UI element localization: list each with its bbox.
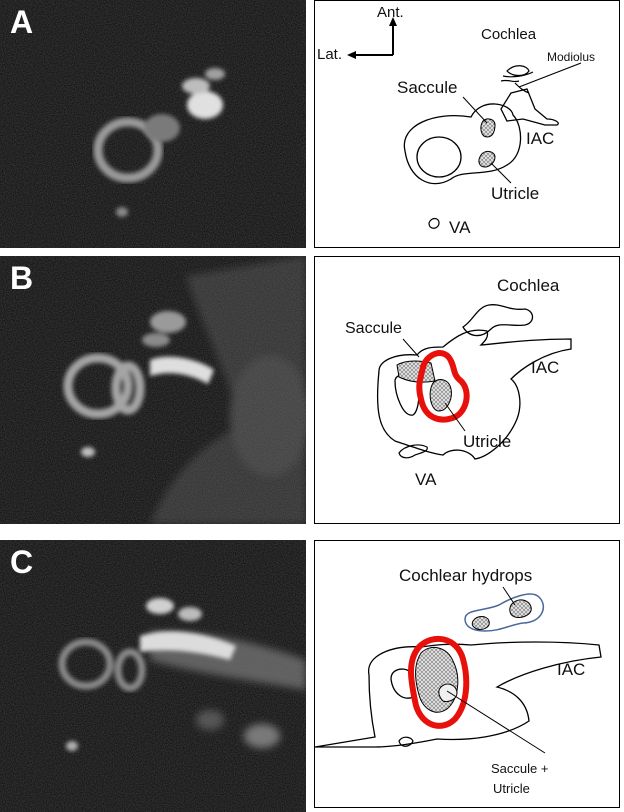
diagram-b: Cochlea Saccule IAC Utricle VA bbox=[314, 256, 620, 524]
mri-image-c: C bbox=[0, 540, 306, 812]
saccule-label: Saccule bbox=[345, 320, 402, 337]
hydrops-highlight bbox=[416, 350, 470, 423]
saccule-utricle-label-line2: Utricle bbox=[493, 781, 530, 796]
mri-image-a: A bbox=[0, 0, 306, 248]
utricle-leader bbox=[490, 162, 512, 184]
saccule-shape bbox=[480, 118, 496, 138]
hydrops-leader bbox=[502, 586, 516, 606]
va-shape bbox=[428, 217, 440, 229]
saccule-leader bbox=[402, 338, 420, 358]
iac-label: IAC bbox=[557, 660, 585, 679]
cochlea-label: Cochlea bbox=[497, 276, 560, 295]
mri-image-b: B bbox=[0, 256, 306, 524]
hydrops-highlight bbox=[408, 636, 470, 729]
panel-label-a: A bbox=[10, 4, 34, 40]
lateral-label: Lat. bbox=[317, 46, 342, 63]
anterior-label: Ant. bbox=[377, 4, 404, 21]
utricle-shape bbox=[429, 379, 452, 412]
cochlea-sketch bbox=[500, 62, 582, 94]
iac-label: IAC bbox=[531, 358, 559, 377]
panel-label-b: B bbox=[10, 260, 34, 296]
cochlea-outline bbox=[464, 593, 544, 632]
va-label: VA bbox=[449, 218, 471, 237]
semicircular-canal bbox=[416, 136, 462, 178]
va-shape bbox=[398, 444, 428, 459]
modiolus-label: Modiolus bbox=[547, 50, 595, 64]
utricle-label: Utricle bbox=[463, 432, 511, 451]
saccule-utricle-label-line1: Saccule + bbox=[491, 761, 548, 776]
utricle-inner bbox=[438, 683, 458, 702]
vestibule-outline bbox=[315, 641, 602, 748]
saccule-shape bbox=[396, 360, 436, 383]
saccule-label: Saccule bbox=[397, 78, 457, 97]
saccule-utricle-shape bbox=[415, 646, 459, 713]
va-shape bbox=[398, 736, 414, 747]
utricle-label: Utricle bbox=[491, 184, 539, 203]
cochlea-label: Cochlea bbox=[481, 26, 537, 43]
vestibule-outline bbox=[403, 103, 522, 185]
diagram-c: Cochlear hydrops IAC Saccule + Utricle bbox=[314, 540, 620, 808]
diagram-a: Ant. Lat. Cochlea Modiolus Saccule IAC U… bbox=[314, 0, 620, 248]
cochlear-hydrops-label: Cochlear hydrops bbox=[399, 566, 532, 585]
panel-label-c: C bbox=[10, 544, 34, 580]
utricle-leader bbox=[444, 402, 466, 432]
orientation-arrows bbox=[347, 17, 397, 59]
iac-label: IAC bbox=[526, 129, 554, 148]
cochlea-shape bbox=[462, 304, 534, 337]
saccule-leader bbox=[462, 96, 488, 124]
hydrops-region-1 bbox=[471, 616, 490, 630]
va-label: VA bbox=[415, 470, 437, 489]
saccule-utricle-leader bbox=[446, 690, 546, 754]
vestibule-outline bbox=[376, 329, 572, 460]
iac-shape bbox=[500, 88, 559, 126]
